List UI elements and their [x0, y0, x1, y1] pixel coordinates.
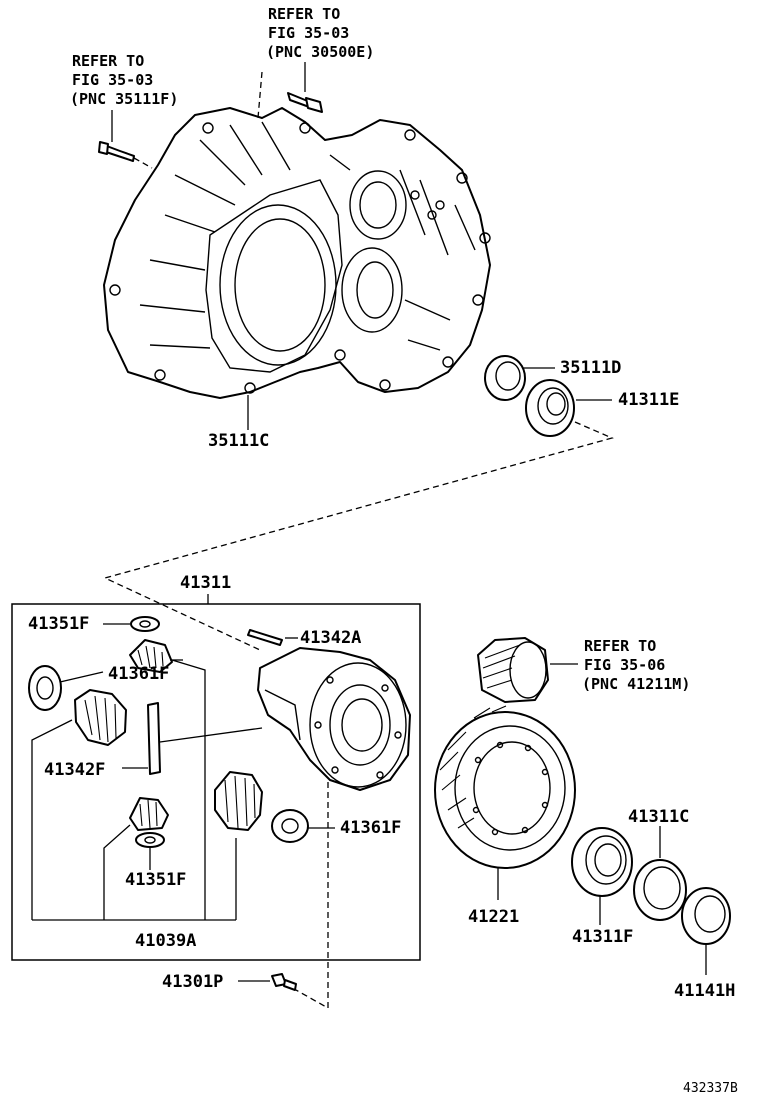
bolt-top-left	[98, 141, 135, 162]
pinion-gear-bottom	[129, 797, 169, 831]
dash-ref-30500e	[257, 71, 263, 119]
label-41039a: 41039A	[135, 931, 196, 951]
svg-text:REFER TO: REFER TO	[584, 637, 656, 655]
svg-text:FIG 35-03: FIG 35-03	[268, 24, 349, 42]
label-41351f-top: 41351F	[28, 614, 89, 634]
bolt-top-right	[287, 92, 323, 113]
svg-text:(PNC 35111F): (PNC 35111F)	[70, 90, 178, 108]
bearing-race-41311e	[525, 379, 575, 437]
pinion-gear-top	[129, 639, 173, 673]
thrust-washer-right	[271, 809, 309, 843]
label-41301p: 41301P	[162, 972, 223, 992]
label-35111d: 35111D	[560, 358, 621, 378]
washer-41351f-top	[130, 616, 160, 632]
label-35111c: 35111C	[208, 431, 269, 451]
differential-kit-box	[11, 603, 421, 961]
svg-text:REFER TO: REFER TO	[268, 5, 340, 23]
side-gear-right	[214, 771, 263, 831]
label-41311e: 41311E	[618, 390, 679, 410]
oil-seal-35111d	[484, 355, 526, 401]
transaxle-housing	[103, 107, 491, 399]
bracket-41039a	[31, 659, 237, 921]
ring-gear-41221	[434, 705, 576, 869]
label-41311: 41311	[180, 573, 231, 593]
drive-pinion-gear	[477, 637, 549, 703]
svg-text:FIG 35-03: FIG 35-03	[72, 71, 153, 89]
reference-41211m: REFER TO FIG 35-06 (PNC 41211M)	[582, 637, 690, 693]
differential-case	[257, 647, 411, 791]
pinion-shaft-41342f	[147, 702, 161, 775]
label-41342a: 41342A	[300, 628, 361, 648]
pin-41342a	[247, 629, 283, 646]
bolt-41301p	[271, 973, 297, 991]
label-41342f: 41342F	[44, 760, 105, 780]
bearing-race-41141h	[681, 887, 731, 945]
label-41221: 41221	[468, 907, 519, 927]
reference-35111f: REFER TO FIG 35-03 (PNC 35111F)	[70, 52, 178, 108]
label-41311c: 41311C	[628, 807, 689, 827]
svg-text:(PNC 30500E): (PNC 30500E)	[266, 43, 374, 61]
dash-bolt-left	[133, 157, 153, 169]
side-gear-left	[74, 689, 127, 746]
label-41361f-left: 41361F	[108, 664, 169, 684]
svg-text:FIG 35-06: FIG 35-06	[584, 656, 665, 674]
svg-text:REFER TO: REFER TO	[72, 52, 144, 70]
label-41351f-bottom: 41351F	[125, 870, 186, 890]
label-41141h: 41141H	[674, 981, 735, 1001]
illustration-code: 432337B	[683, 1081, 738, 1096]
label-41361f-right: 41361F	[340, 818, 401, 838]
dash-alignment-top	[103, 421, 614, 651]
washer-41351f-bottom	[135, 832, 165, 848]
dash-alignment-bottom	[295, 782, 329, 1010]
reference-30500e: REFER TO FIG 35-03 (PNC 30500E)	[266, 5, 374, 61]
svg-text:(PNC 41211M): (PNC 41211M)	[582, 675, 690, 693]
bearing-41311f	[571, 827, 633, 897]
shim-41311c	[633, 859, 687, 921]
label-41311f: 41311F	[572, 927, 633, 947]
thrust-washer-left	[28, 665, 62, 711]
